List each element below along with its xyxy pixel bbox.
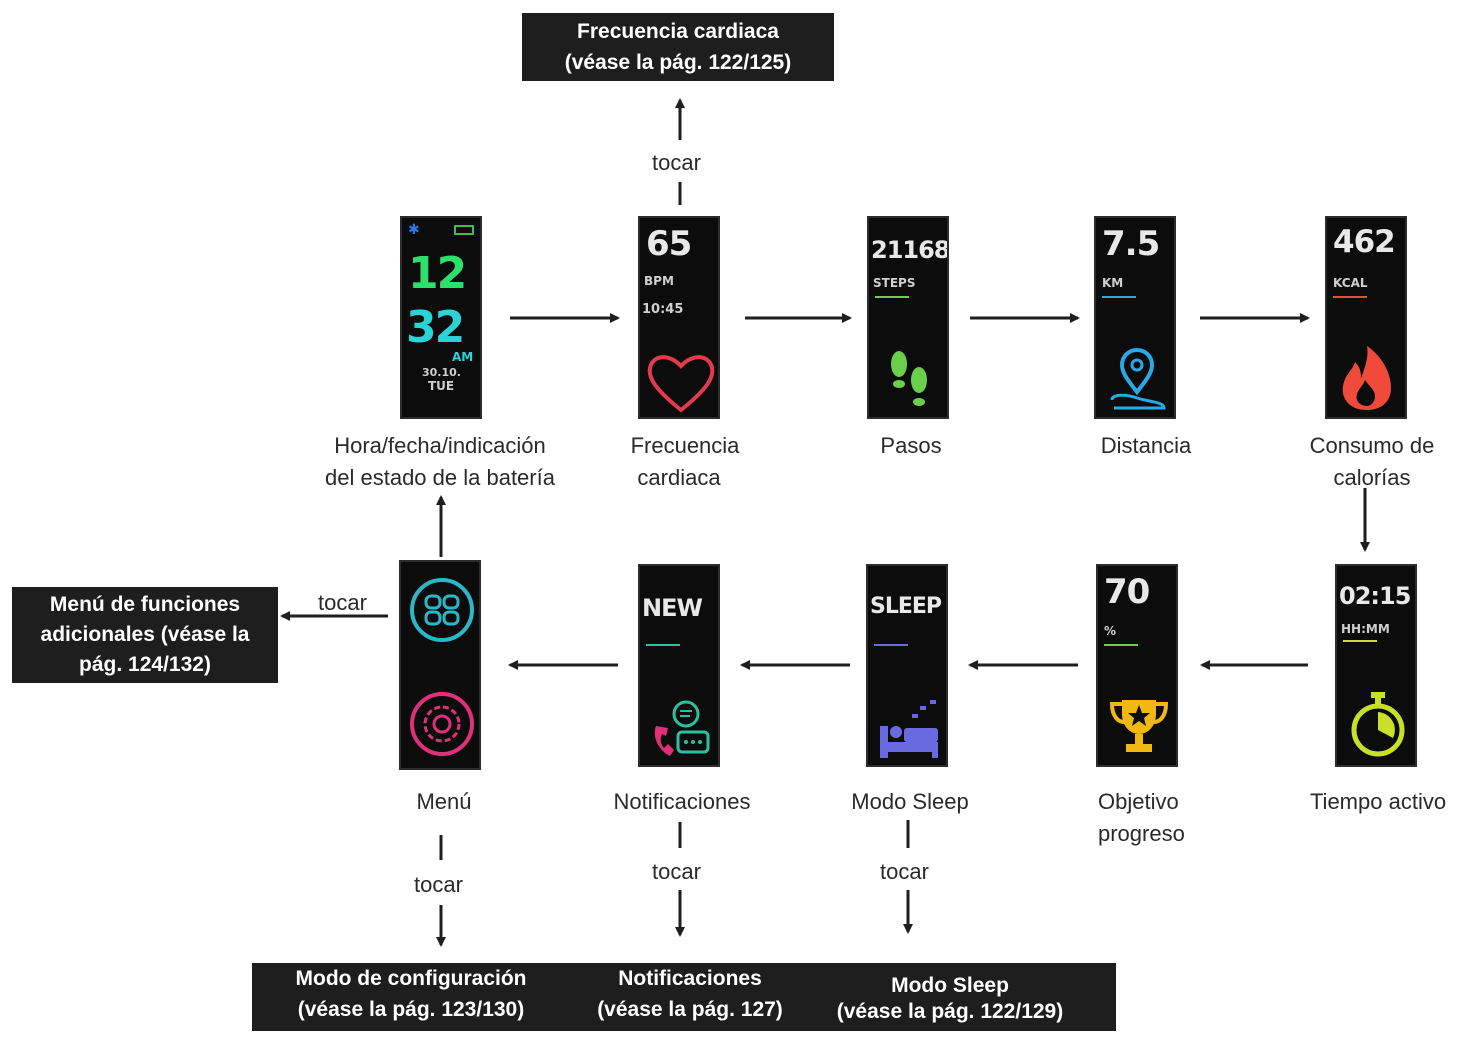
sleep-value: SLEEP (870, 594, 942, 619)
distance-value: 7.5 (1102, 224, 1160, 264)
notifications-underline (646, 644, 680, 646)
additional-functions-menu-box: Menú de funciones adicionales (véase la … (12, 587, 278, 683)
config-mode-reference: Modo de configuración (véase la pág. 123… (252, 963, 570, 1031)
heart-rate-unit: BPM (644, 274, 674, 288)
heart-rate-value: 65 (646, 224, 692, 264)
box-line: Modo Sleep (891, 974, 1009, 997)
active-time-unit: HH:MM (1341, 622, 1390, 636)
notifications-reference: Notificaciones (véase la pág. 127) (570, 963, 810, 1031)
notifications-label: Notificaciones (596, 786, 768, 818)
label-line: Menú (416, 789, 472, 814)
label-line: Pasos (880, 433, 942, 458)
chat-phone-icon (654, 700, 710, 756)
label-line: cardiaca (637, 465, 721, 490)
heart-rate-screen: 65 BPM 10:45 (638, 216, 720, 419)
heart-rate-reference-box: Frecuencia cardiaca (véase la pág. 122/1… (522, 13, 834, 81)
calories-value: 462 (1333, 224, 1396, 260)
heart-icon (647, 355, 715, 413)
active-time-value: 02:15 (1339, 582, 1411, 610)
clock-screen-label: Hora/fecha/indicación del estado de la b… (300, 430, 580, 494)
steps-label: Pasos (858, 430, 964, 462)
label-line: progreso (1098, 821, 1185, 846)
box-line: Frecuencia cardiaca (577, 20, 779, 43)
notifications-value: NEW (642, 594, 703, 622)
goal-unit: % (1104, 624, 1117, 638)
steps-value: 21168 (871, 236, 949, 264)
steps-underline (875, 296, 909, 298)
flame-icon (1342, 346, 1391, 410)
sleep-underline (874, 644, 908, 646)
calories-underline (1333, 296, 1367, 298)
active-time-label: Tiempo activo (1296, 786, 1460, 818)
label-line: calorías (1333, 465, 1411, 490)
goal-value: 70 (1104, 572, 1150, 612)
location-pin-icon (1110, 348, 1166, 410)
label-line: Consumo de (1309, 433, 1435, 458)
bottom-reference-box: Modo de configuración (véase la pág. 123… (252, 963, 1116, 1031)
steps-unit: STEPS (873, 276, 916, 290)
footprints-icon (891, 351, 927, 406)
tap-label: tocar (414, 872, 463, 897)
box-line: adicionales (véase la (40, 623, 250, 646)
clock-minute: 32 (406, 302, 465, 353)
active-time-underline (1343, 640, 1377, 642)
label-line: del estado de la batería (325, 465, 555, 490)
box-line: pág. 124/132) (79, 653, 211, 676)
bluetooth-icon: ✱ (408, 222, 420, 238)
label-line: Objetivo (1098, 789, 1179, 814)
heart-rate-time: 10:45 (642, 302, 684, 317)
tap-label: tocar (318, 590, 367, 615)
label-line: Tiempo activo (1309, 789, 1447, 814)
clock-date: 30.10. (422, 366, 461, 379)
distance-screen: 7.5 KM (1094, 216, 1176, 419)
battery-icon (454, 225, 474, 235)
notifications-screen: NEW (638, 564, 720, 767)
distance-underline (1102, 296, 1136, 298)
distance-label: Distancia (1078, 430, 1214, 462)
calories-unit: KCAL (1333, 276, 1368, 290)
stopwatch-icon (1351, 692, 1405, 757)
box-line: Menú de funciones (49, 593, 241, 616)
trophy-icon (1109, 700, 1169, 752)
goal-label: Objetivo progreso (1080, 786, 1210, 850)
clock-hour: 12 (408, 248, 467, 299)
calories-screen: 462 KCAL (1325, 216, 1407, 419)
box-line: Notificaciones (618, 967, 762, 990)
tap-label: tocar (652, 150, 701, 175)
box-line: Modo de configuración (295, 967, 527, 990)
menu-label: Menú (390, 786, 498, 818)
active-time-screen: 02:15 HH:MM (1335, 564, 1417, 767)
heart-rate-label: Frecuencia cardiaca (600, 430, 770, 494)
menu-screen (399, 560, 481, 770)
tap-label: tocar (880, 859, 929, 884)
label-line: Distancia (1100, 433, 1192, 458)
bed-icon (880, 700, 938, 758)
steps-screen: 21168 STEPS (867, 216, 949, 419)
apps-grid-icon (410, 578, 474, 642)
clock-day: TUE (428, 379, 455, 393)
goal-underline (1104, 644, 1138, 646)
clock-screen: ✱ 12 32 AM 30.10. TUE (400, 216, 482, 419)
tap-label: tocar (652, 859, 701, 884)
clock-ampm: AM (452, 350, 474, 364)
label-line: Notificaciones (613, 789, 751, 814)
box-line: (véase la pág. 123/130) (297, 998, 525, 1021)
sleep-mode-screen: SLEEP (866, 564, 948, 767)
sleep-mode-label: Modo Sleep (836, 786, 984, 818)
calories-label: Consumo de calorías (1290, 430, 1454, 494)
settings-gear-icon (410, 692, 474, 756)
box-line: (véase la pág. 127) (597, 998, 783, 1021)
distance-unit: KM (1102, 276, 1124, 290)
label-line: Frecuencia (630, 433, 740, 458)
box-line: (véase la pág. 122/125) (564, 51, 792, 74)
box-line: (véase la pág. 122/129) (836, 1000, 1064, 1023)
goal-progress-screen: 70 % (1096, 564, 1178, 767)
label-line: Hora/fecha/indicación (334, 433, 546, 458)
label-line: Modo Sleep (851, 789, 969, 814)
sleep-mode-reference: Modo Sleep (véase la pág. 122/129) (810, 963, 1090, 1031)
